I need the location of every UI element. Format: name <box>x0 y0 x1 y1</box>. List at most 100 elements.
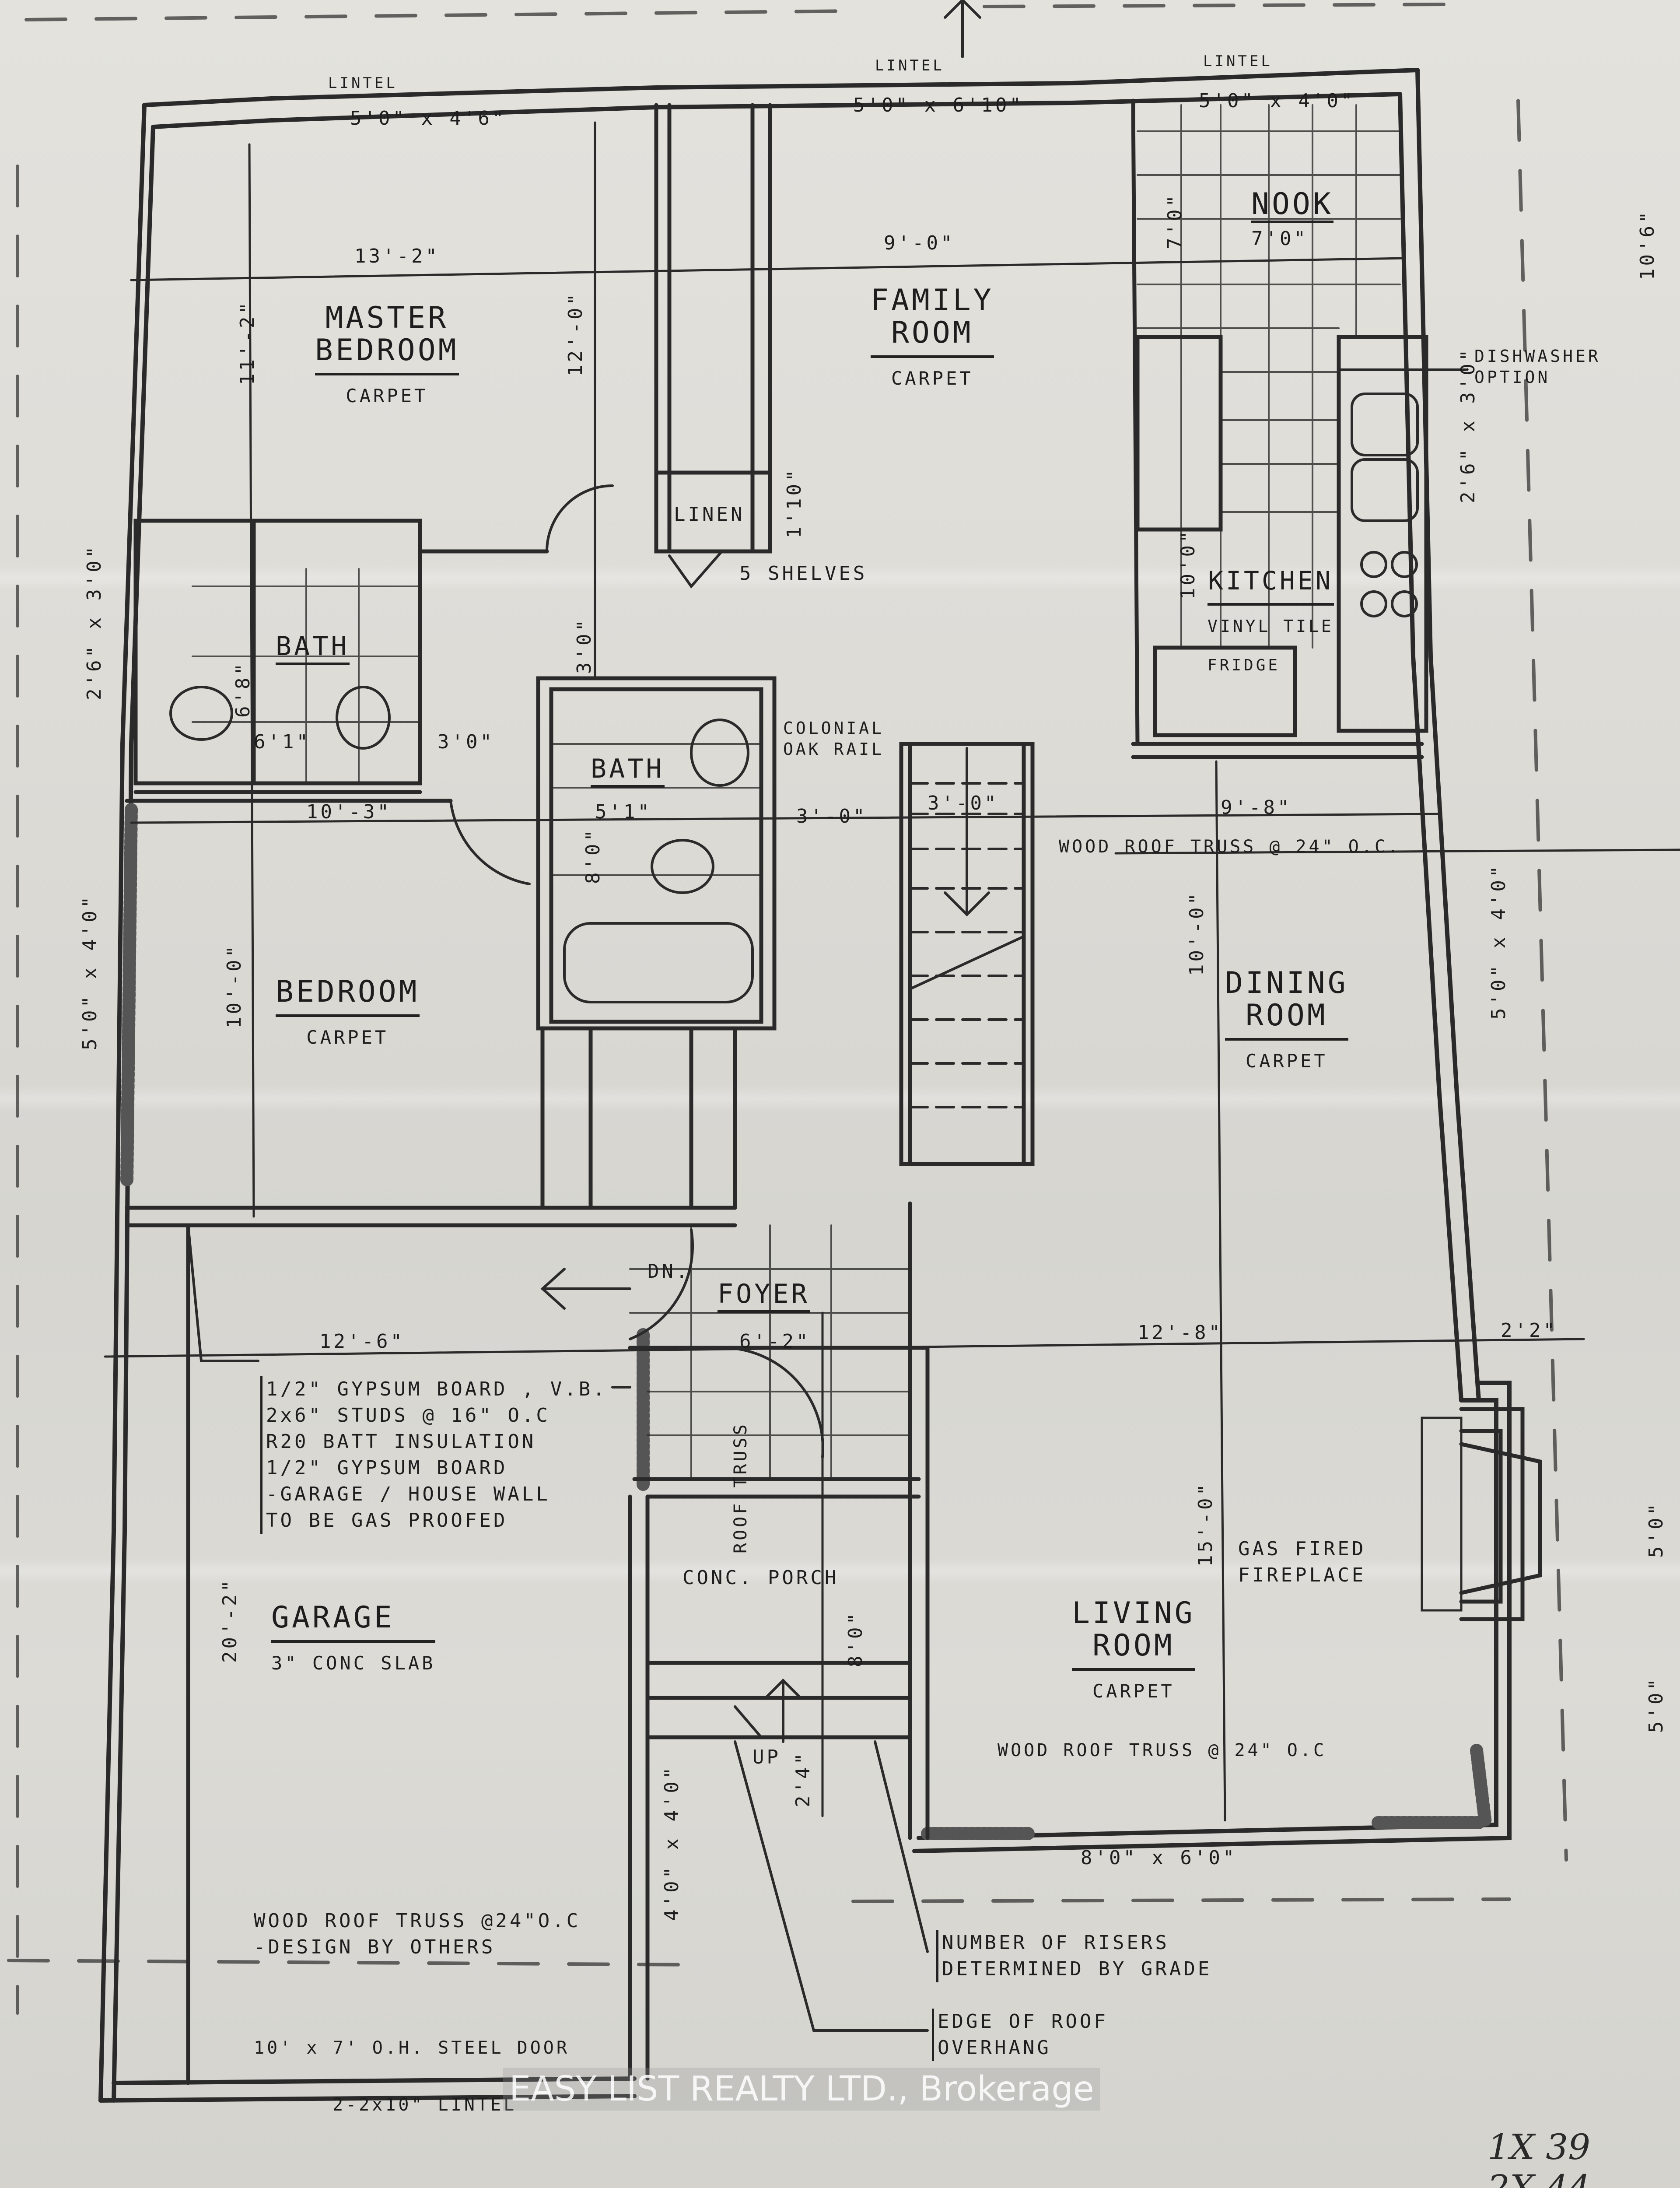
room-label-garage: GARAGE 3" CONC SLAB <box>271 1600 436 1680</box>
dim-bath1-width: 6'1" <box>254 731 311 753</box>
window-top-mid: 5'0" x 6'10" <box>853 94 1024 116</box>
note-line: DISHWASHER <box>1474 347 1601 366</box>
dim-hall-width: 3'-0" <box>796 805 868 828</box>
dim-linen-depth: 1'10" <box>783 467 805 538</box>
note-line: -GARAGE / HOUSE WALL <box>266 1483 550 1505</box>
room-label-linen: LINEN <box>674 503 745 526</box>
garage-lintel-note: 2-2x10" LINTEL <box>332 2095 517 2115</box>
room-name-line: ROOM <box>891 316 973 350</box>
lintel-label: LINTEL <box>1203 53 1273 70</box>
dim-fireplace-width: 2'2" <box>1501 1319 1558 1342</box>
truss-note-garage: WOOD ROOF TRUSS @24"O.C -DESIGN BY OTHER… <box>254 1908 581 1960</box>
dim-master-side: 11'-2" <box>236 300 259 385</box>
room-label-bath-2: BATH <box>591 753 665 788</box>
dim-dining-depth: 10'-0" <box>1186 891 1208 976</box>
window-dining-side: 5'0" x 4'0" <box>1488 863 1510 1020</box>
room-name-line: BEDROOM <box>315 333 459 368</box>
dim-bath2-width: 5'1" <box>595 801 652 823</box>
dim-right-mid: 5'0" <box>1645 1501 1667 1558</box>
room-label-nook: NOOK <box>1251 188 1334 223</box>
dim-nook-depth: 7'0" <box>1164 193 1186 249</box>
note-line: OPTION <box>1474 368 1550 387</box>
note-line: 1/2" GYPSUM BOARD , V.B. <box>266 1378 607 1400</box>
note-line: OVERHANG <box>938 2037 1051 2059</box>
note-line: FIREPLACE <box>1238 1564 1366 1586</box>
window-living-bottom: 8'0" x 6'0" <box>1081 1847 1237 1869</box>
lintel-label: LINTEL <box>328 74 398 92</box>
foyer-down-label: DN. <box>648 1260 690 1283</box>
floor-finish: CARPET <box>1225 1038 1348 1077</box>
dishwasher-option-note: DISHWASHER OPTION <box>1474 346 1601 388</box>
dim-stair-width: 3'-0" <box>928 792 999 814</box>
note-line: TO BE GAS PROOFED <box>266 1509 508 1532</box>
dim-bedroom-depth: 10'-0" <box>223 943 245 1028</box>
dim-garage-width: 12'-6" <box>319 1330 405 1353</box>
garage-wall-note: 1/2" GYPSUM BOARD , V.B. 2x6" STUDS @ 16… <box>260 1376 607 1534</box>
garage-door-note: 10' x 7' O.H. STEEL DOOR <box>254 2038 570 2058</box>
note-line: R20 BATT INSULATION <box>266 1431 536 1453</box>
dim-bath1-depth: 6'8" <box>232 661 254 718</box>
floor-finish: CARPET <box>1072 1668 1195 1708</box>
dim-bath2-depth: 8'0" <box>582 827 604 884</box>
floor-finish: CARPET <box>871 355 994 395</box>
room-label-living-room: LIVING ROOM CARPET <box>1072 1597 1195 1708</box>
overhang-note: EDGE OF ROOF OVERHANG <box>932 2009 1108 2061</box>
note-line: COLONIAL <box>783 719 885 738</box>
room-name-line: DINING <box>1225 966 1348 1000</box>
dim-master-width: 13'-2" <box>354 245 440 267</box>
fridge-label: FRIDGE <box>1208 656 1281 674</box>
window-porch-side: 4'0" x 4'0" <box>661 1764 683 1921</box>
room-name-line: ROOM <box>1245 998 1328 1033</box>
dim-hall-depth: 3'0" <box>573 617 595 674</box>
note-line: DETERMINED BY GRADE <box>942 1958 1212 1980</box>
scrawl-line: 2X 44 <box>1488 2167 1591 2188</box>
dim-foyer-width: 6'-2" <box>739 1330 811 1353</box>
scrawl-line: 1X 39 <box>1488 2127 1591 2167</box>
room-name-line: FAMILY <box>871 283 994 318</box>
window-bath-side: 2'6" x 3'0" <box>83 543 105 700</box>
paper-fold <box>0 1558 1680 1584</box>
room-name-line: ROOM <box>1092 1628 1175 1663</box>
note-line: WOOD ROOF TRUSS @24"O.C <box>254 1910 581 1932</box>
dim-kitchen-depth: 10'0" <box>1177 528 1199 600</box>
dim-dining-width: 9'-8" <box>1221 796 1292 819</box>
fireplace-note: GAS FIRED FIREPLACE <box>1238 1536 1366 1588</box>
dim-living-width: 12'-8" <box>1138 1322 1223 1344</box>
room-label-master-bedroom: MASTER BEDROOM CARPET <box>315 302 459 412</box>
room-name-line: MASTER <box>325 301 449 335</box>
note-line: 2x6" STUDS @ 16" O.C <box>266 1404 550 1427</box>
dim-porch-depth: 8'0" <box>844 1610 867 1667</box>
note-line: -DESIGN BY OTHERS <box>254 1936 496 1958</box>
note-line: EDGE OF ROOF <box>938 2010 1108 2033</box>
brokerage-watermark: EASY LIST REALTY LTD., Brokerage <box>503 2068 1100 2111</box>
floor-finish: CARPET <box>276 1014 420 1054</box>
floor-finish: CARPET <box>315 373 459 412</box>
floor-finish: VINYL TILE <box>1208 603 1334 642</box>
linen-shelves-note: 5 SHELVES <box>739 562 868 585</box>
room-label-porch: CONC. PORCH <box>682 1567 839 1589</box>
dim-bath-door: 3'0" <box>438 731 494 753</box>
dim-bedroom-width: 10'-3" <box>306 801 392 823</box>
room-label-family-room: FAMILY ROOM CARPET <box>871 284 994 395</box>
room-name-line: KITCHEN <box>1208 566 1334 596</box>
dim-right-top: 10'6" <box>1636 209 1659 280</box>
room-name-line: GARAGE <box>271 1600 395 1635</box>
room-label-dining-room: DINING ROOM CARPET <box>1225 967 1348 1077</box>
dim-nook-width: 7'0" <box>1251 228 1308 250</box>
dim-garage-depth: 20'-2" <box>219 1578 241 1663</box>
dim-master-depth: 12'-0" <box>564 291 587 376</box>
room-label-bedroom: BEDROOM CARPET <box>276 976 420 1054</box>
note-line: GAS FIRED <box>1238 1538 1366 1560</box>
dim-porch-step: 2'4" <box>792 1750 814 1807</box>
room-label-bath-1: BATH <box>276 630 350 665</box>
dim-living-depth: 15'-0" <box>1194 1481 1217 1567</box>
window-bedroom-side: 5'0" x 4'0" <box>79 894 101 1050</box>
lintel-label: LINTEL <box>875 57 945 74</box>
window-top-right: 5'0" x 4'0" <box>1199 90 1355 112</box>
window-top-left: 5'0" x 4'6" <box>350 107 507 130</box>
room-label-foyer: FOYER <box>718 1278 810 1313</box>
note-line: NUMBER OF RISERS <box>942 1932 1169 1954</box>
dim-right-low: 5'0" <box>1645 1676 1667 1733</box>
note-line: 1/2" GYPSUM BOARD <box>266 1457 508 1479</box>
